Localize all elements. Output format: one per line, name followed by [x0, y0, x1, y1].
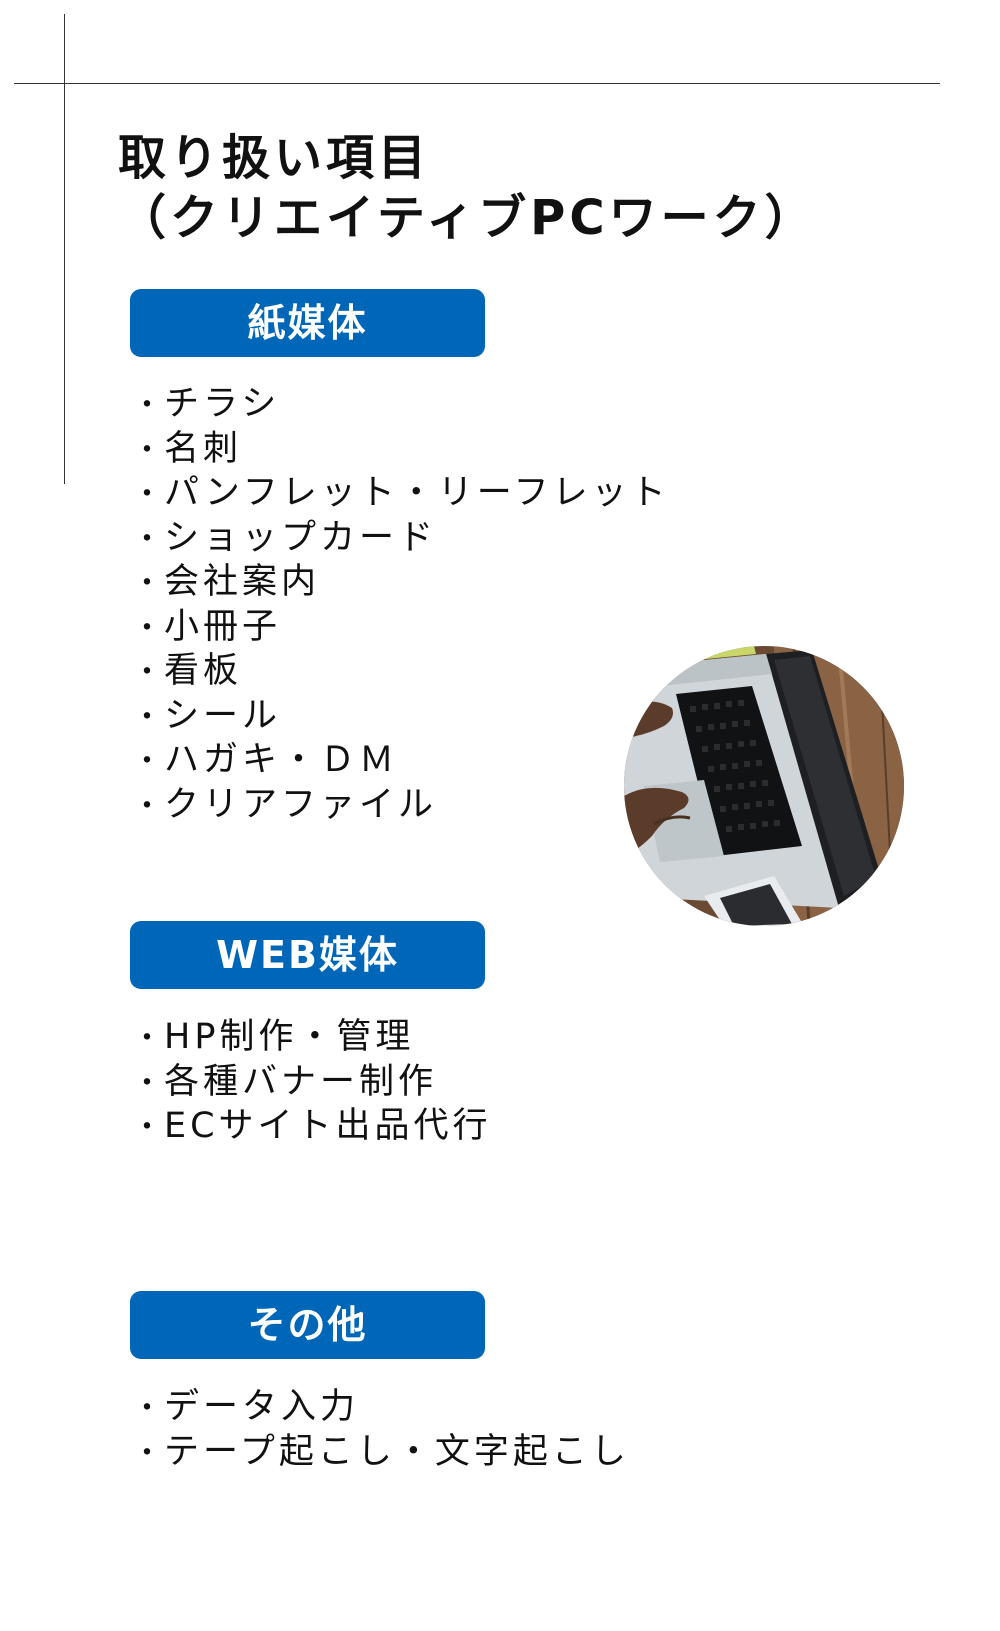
list-item: ・ECサイト出品代行 — [132, 1105, 492, 1150]
list-item: ・ハガキ・ＤＭ — [132, 739, 670, 784]
bullet: ・ — [132, 1435, 166, 1471]
web-items-list: ・HP制作・管理 ・各種バナー制作 ・ECサイト出品代行 — [132, 1016, 492, 1150]
list-item: ・パンフレット・リーフレット — [132, 472, 670, 517]
bullet: ・ — [132, 566, 166, 601]
bullet: ・ — [132, 1021, 166, 1056]
page-title: 取り扱い項目 （クリエイティブPCワーク） — [118, 128, 817, 248]
bullet: ・ — [132, 610, 166, 646]
list-item: ・テープ起こし・文字起こし — [132, 1431, 630, 1476]
list-item: ・看板 — [132, 650, 670, 695]
horizontal-rule — [14, 83, 940, 84]
list-item: ・各種バナー制作 — [132, 1061, 492, 1106]
bullet: ・ — [132, 699, 166, 735]
list-item: ・会社案内 — [132, 561, 670, 606]
list-item: ・ショップカード — [132, 517, 670, 562]
laptop-on-desk-image — [624, 646, 904, 926]
page-title-line-1: 取り扱い項目 — [118, 130, 431, 186]
bullet: ・ — [132, 521, 166, 557]
bullet: ・ — [132, 744, 166, 779]
section-label-print: 紙媒体 — [130, 289, 485, 357]
list-item: ・小冊子 — [132, 606, 670, 651]
list-item: ・シール — [132, 695, 670, 740]
list-item: ・クリアファイル — [132, 784, 670, 829]
section-label-web: WEB媒体 — [130, 921, 485, 989]
vertical-rule — [64, 14, 65, 484]
list-item: ・名刺 — [132, 428, 670, 473]
bullet: ・ — [132, 388, 166, 423]
laptop-photo — [624, 646, 904, 926]
bullet: ・ — [132, 1110, 166, 1145]
bullet: ・ — [132, 1391, 166, 1426]
section-label-other: その他 — [130, 1291, 485, 1359]
bullet: ・ — [132, 655, 166, 690]
print-items-list: ・チラシ ・名刺 ・パンフレット・リーフレット ・ショップカード ・会社案内 ・… — [132, 383, 670, 828]
bullet: ・ — [132, 432, 166, 468]
list-item: ・HP制作・管理 — [132, 1016, 492, 1061]
list-item: ・データ入力 — [132, 1386, 630, 1431]
other-items-list: ・データ入力 ・テープ起こし・文字起こし — [132, 1386, 630, 1475]
page-title-line-2: （クリエイティブPCワーク） — [118, 190, 817, 246]
bullet: ・ — [132, 1065, 166, 1101]
bullet: ・ — [132, 477, 166, 512]
list-item: ・チラシ — [132, 383, 670, 428]
bullet: ・ — [132, 788, 166, 824]
